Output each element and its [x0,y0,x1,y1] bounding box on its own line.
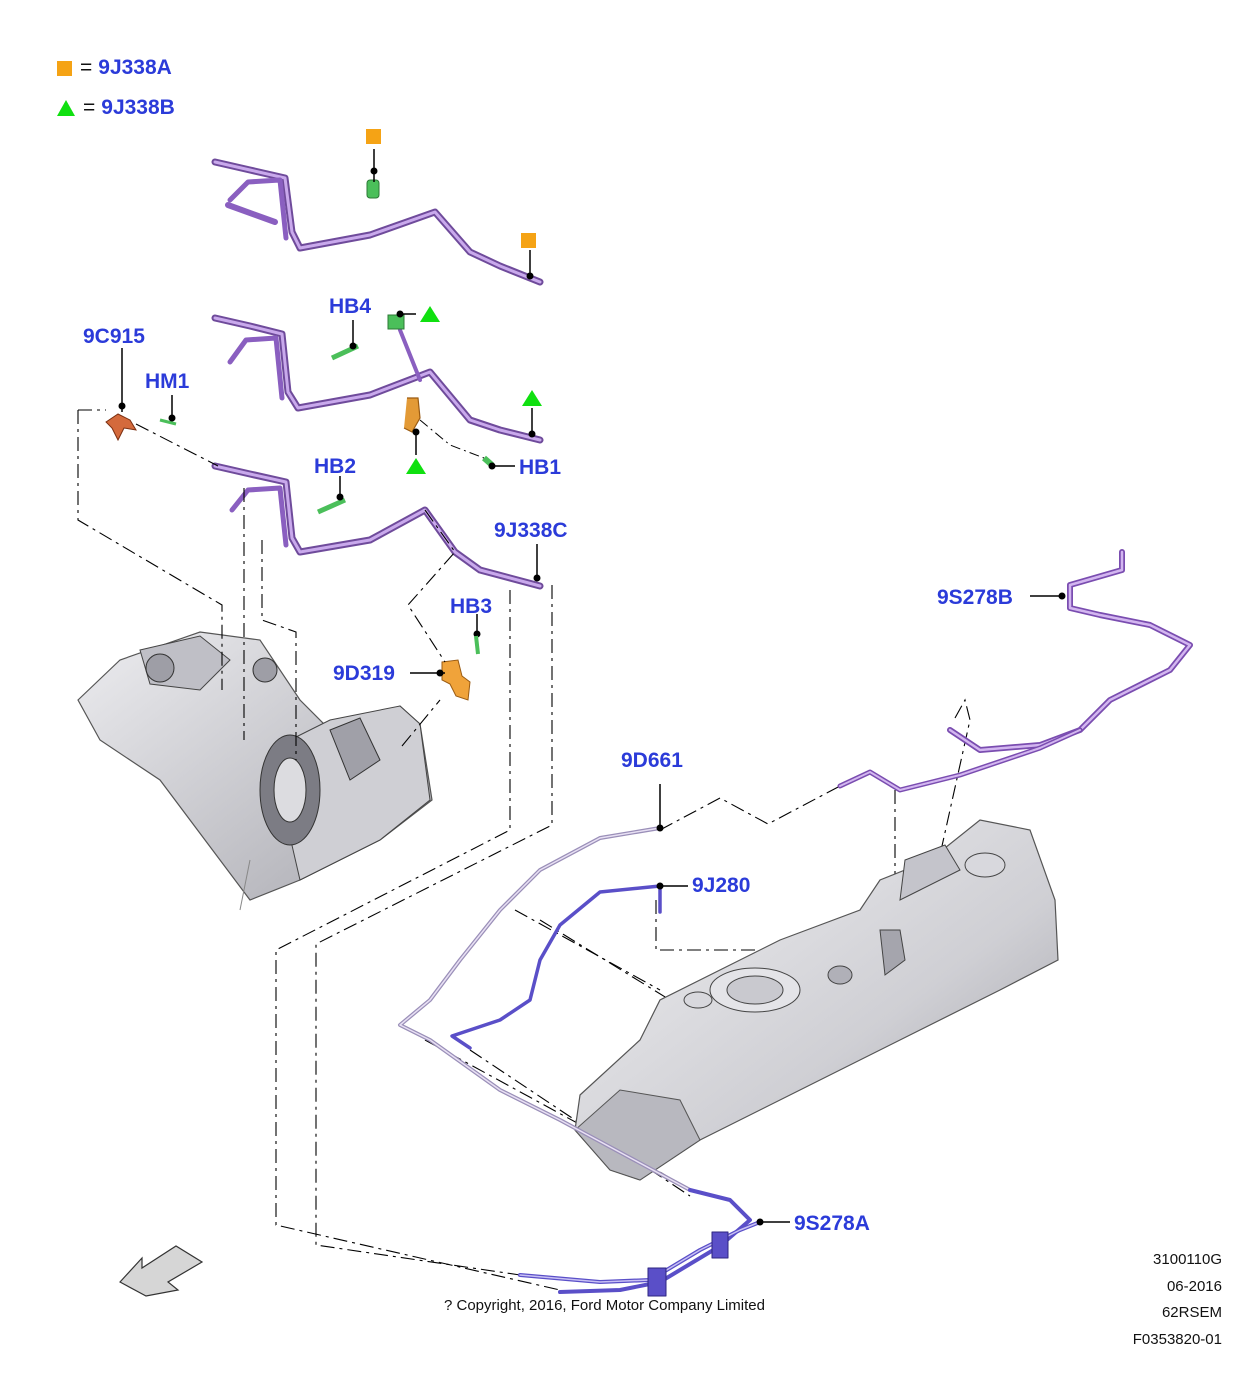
fuel-pipe-9j338c [211,462,544,590]
callout-9s278a: 9S278A [794,1212,870,1235]
leader-dot [168,414,176,422]
clip-hb3 [474,635,480,655]
fuel-pipe-9j280 [450,884,662,1050]
fuel-pipe-9s278a [518,1188,762,1297]
callout-9c915: 9C915 [83,325,145,348]
leader-dot [756,1218,764,1226]
leader-dot [533,574,541,582]
engine-illustration [77,631,433,911]
legend-row-9j338b: = 9J338B [57,96,175,120]
callout-hb3: HB3 [450,595,493,618]
callout-hb4: HB4 [329,295,372,318]
fuel-pipe-9j338b [211,314,544,444]
callout-9j338c: 9J338C [494,519,568,542]
callout-hm1: HM1 [145,370,190,393]
footer-date: 06-2016 [1166,1278,1222,1295]
green-triangle-icon [57,100,75,116]
marker-9j338b [522,390,542,406]
fuel-pipe-9j338a [211,158,544,286]
connector-9c915 [105,413,137,442]
footer-code-1: 3100110G [1153,1251,1222,1268]
leader-dot [396,310,404,318]
legend-row-9j338a: = 9J338A [57,56,172,80]
callout-9d661: 9D661 [621,749,683,772]
hose-bracket-hb2 [316,497,347,515]
clip-hm1 [159,418,177,426]
leader-dot [656,882,664,890]
fuel-pipe-9d661 [398,826,692,1192]
phantom-lines [77,409,971,1291]
phantom-line [419,419,485,459]
marker-9j338b [420,306,440,322]
callout-9d319: 9D319 [333,662,395,685]
marker-9j338a [521,233,536,248]
legend-code: 9J338B [101,96,175,119]
leader-dot [436,669,444,677]
callout-hb2: HB2 [314,455,357,478]
front-direction-arrow [119,1245,204,1297]
callout-9s278b: 9S278B [937,586,1013,609]
footer-code-3: F0353820-01 [1132,1331,1222,1348]
bracket-orange [403,397,421,433]
fuel-pipe-9s278b [837,549,1193,793]
leader-dot [656,824,664,832]
leader-dot [412,428,420,436]
callout-hb1: HB1 [519,456,562,479]
leader-dot [488,462,496,470]
leader-dot [370,167,378,175]
leader-dot [1058,592,1066,600]
leader-dot [349,342,357,350]
orange-square-icon [57,60,72,76]
connector-clip-green [387,314,405,330]
legend-code: 9J338A [98,56,172,79]
marker-9j338a [366,129,381,144]
bracket-9d319 [441,659,471,701]
fuel-tank-illustration [574,819,1059,1181]
connector-clip-green-top [366,179,380,199]
leader-dot [528,430,536,438]
leader-dot [118,402,126,410]
footer-code-2: 62RSEM [1161,1304,1222,1321]
marker-9j338b [406,458,426,474]
leader-dot [526,272,534,280]
leader-dot [336,493,344,501]
leader-dot [473,630,481,638]
callout-9j280: 9J280 [692,874,751,897]
copyright-text: ? Copyright, 2016, Ford Motor Company Li… [444,1297,765,1314]
